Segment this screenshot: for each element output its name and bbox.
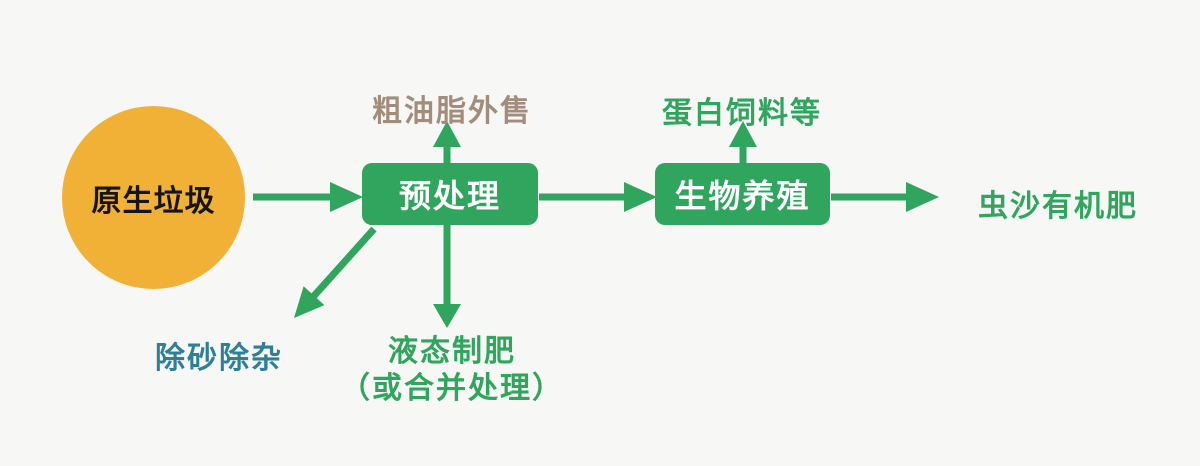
node-bio-breeding: 生物养殖 bbox=[655, 163, 830, 225]
node-raw-waste: 原生垃圾 bbox=[62, 106, 245, 289]
label-liquid-fertilizer-output: 液态制肥 （或合并处理） bbox=[340, 333, 564, 407]
arrow-raw-waste-to-pretreatment bbox=[253, 182, 363, 212]
label-crude-oil-output: 粗油脂外售 bbox=[372, 95, 532, 128]
label-liquid-fertilizer-line1: 液态制肥 bbox=[388, 335, 516, 368]
label-sand-removal-output: 除砂除杂 bbox=[155, 342, 283, 375]
node-pretreatment-label: 预处理 bbox=[398, 178, 501, 214]
node-raw-waste-label: 原生垃圾 bbox=[91, 184, 216, 218]
label-liquid-fertilizer-line2: （或合并处理） bbox=[340, 372, 564, 405]
label-protein-feed-output: 蛋白饲料等 bbox=[662, 97, 822, 130]
label-insect-frass-output: 虫沙有机肥 bbox=[978, 190, 1138, 223]
arrow-pretreatment-to-bio-breeding bbox=[539, 182, 657, 212]
arrow-pretreatment-to-liquid-fertilizer bbox=[433, 224, 461, 328]
arrow-bio-breeding-to-insect-frass bbox=[831, 182, 939, 212]
arrow-bio-breeding-to-protein-feed bbox=[729, 121, 757, 163]
node-pretreatment: 预处理 bbox=[362, 163, 538, 225]
arrow-pretreatment-to-sand-removal bbox=[294, 226, 377, 318]
arrow-pretreatment-to-crude-oil bbox=[433, 121, 461, 163]
node-bio-breeding-label: 生物养殖 bbox=[674, 178, 811, 214]
